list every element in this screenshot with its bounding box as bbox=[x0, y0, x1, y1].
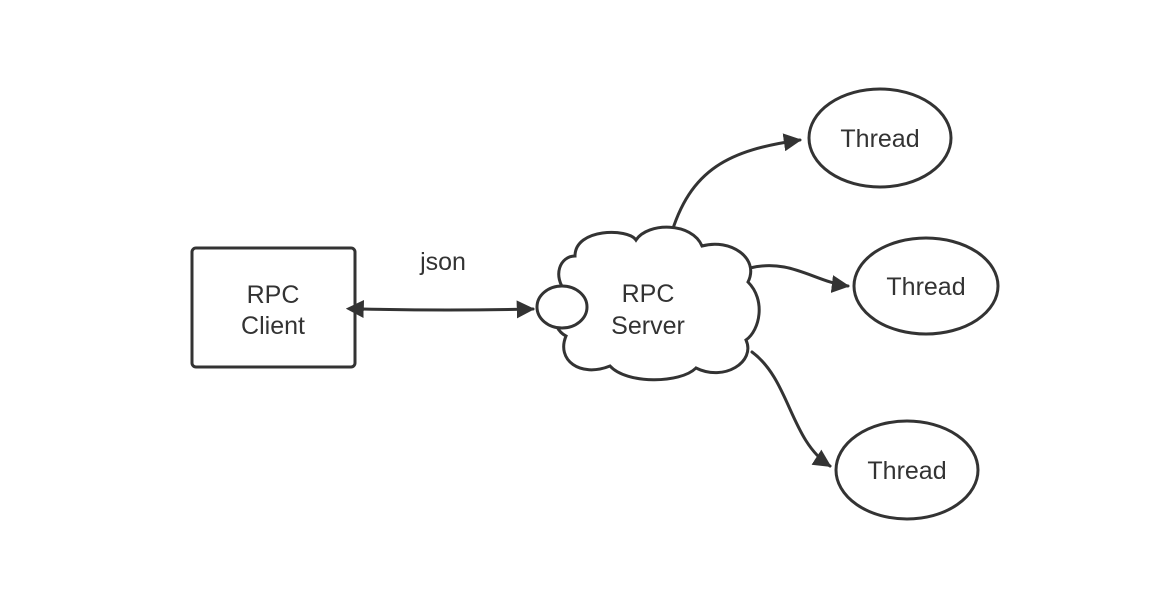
rpc-server-label-line1: RPC bbox=[622, 280, 675, 308]
thread-2-ellipse bbox=[852, 236, 1000, 336]
rpc-client-node: RPC Client bbox=[190, 246, 357, 369]
thread-node-3: Thread bbox=[834, 419, 980, 521]
thread-3-ellipse bbox=[834, 419, 980, 521]
rpc-server-port bbox=[535, 284, 589, 330]
rpc-client-label-line2: Client bbox=[241, 312, 305, 340]
server-thread-3-arrow bbox=[750, 350, 832, 468]
client-server-arrow bbox=[345, 300, 535, 319]
thread-1-ellipse bbox=[807, 87, 953, 189]
rpc-server-label-line2: Server bbox=[611, 312, 685, 340]
thread-node-1: Thread bbox=[807, 87, 953, 189]
rpc-server-node: RPC Server bbox=[535, 225, 761, 382]
thread-3-label: Thread bbox=[867, 457, 946, 485]
server-thread-2-arrow bbox=[748, 264, 850, 293]
rpc-client-label-line1: RPC bbox=[247, 281, 300, 309]
thread-node-2: Thread bbox=[852, 236, 1000, 336]
json-edge-label: json bbox=[419, 248, 466, 276]
json-edge: json bbox=[345, 248, 535, 319]
server-thread-1-arrow bbox=[668, 133, 802, 240]
thread-1-label: Thread bbox=[840, 125, 919, 153]
thread-2-label: Thread bbox=[886, 273, 965, 301]
